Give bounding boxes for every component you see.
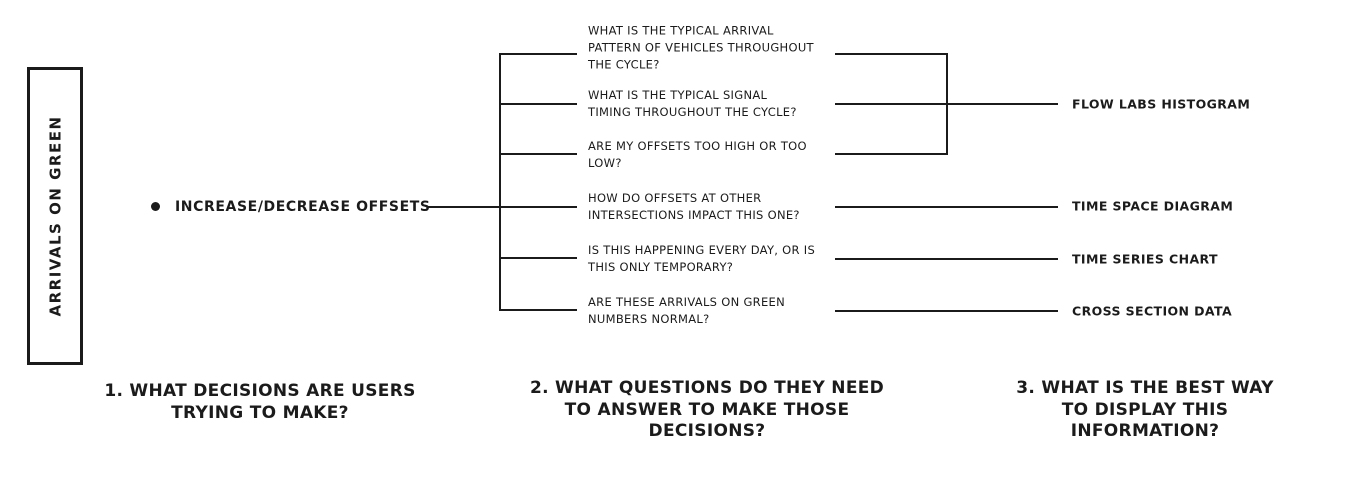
connector-q1-to-bracket [835,53,948,55]
connector-q4-to-display [835,206,1058,208]
category-box: ARRIVALS ON GREEN [27,67,83,365]
connector-right-bracket-vertical [946,53,948,155]
display-cross-section-data: CROSS SECTION DATA [1072,303,1233,319]
question-1: WHAT IS THE TYPICAL ARRIVAL PATTERN OF V… [588,23,814,72]
connector-left-bracket-vertical [499,53,501,311]
connector-q3-to-bracket [835,153,948,155]
display-time-space-diagram: TIME SPACE DIAGRAM [1072,198,1234,214]
category-label: ARRIVALS ON GREEN [46,115,65,317]
decision-label: INCREASE/DECREASE OFFSETS [175,199,431,215]
column-header-decisions: 1. WHAT DECISIONS ARE USERS TRYING TO MA… [104,381,416,423]
column-header-questions: 2. WHAT QUESTIONS DO THEY NEED TO ANSWER… [529,378,885,441]
question-2: WHAT IS THE TYPICAL SIGNAL TIMING THROUG… [588,88,797,119]
connector-decision-to-questions [427,206,577,208]
connector-q2-to-bracket [835,103,948,105]
column-header-displays: 3. WHAT IS THE BEST WAY TO DISPLAY THIS … [1016,378,1274,441]
connector-branch-q5 [499,257,577,259]
connector-q6-to-display [835,310,1058,312]
display-flow-labs-histogram: FLOW LABS HISTOGRAM [1072,96,1251,112]
connector-q5-to-display [835,258,1058,260]
question-5: IS THIS HAPPENING EVERY DAY, OR IS THIS … [588,243,816,274]
question-3: ARE MY OFFSETS TOO HIGH OR TOO LOW? [588,139,807,170]
display-time-series-chart: TIME SERIES CHART [1072,251,1218,267]
connector-branch-q2 [499,103,577,105]
connector-bracket-to-histogram [948,103,1058,105]
question-4: HOW DO OFFSETS AT OTHER INTERSECTIONS IM… [588,191,800,222]
question-6: ARE THESE ARRIVALS ON GREEN NUMBERS NORM… [588,295,785,326]
connector-branch-q3 [499,153,577,155]
connector-branch-q6 [499,309,577,311]
bullet-icon [151,202,160,211]
connector-branch-q1 [499,53,577,55]
